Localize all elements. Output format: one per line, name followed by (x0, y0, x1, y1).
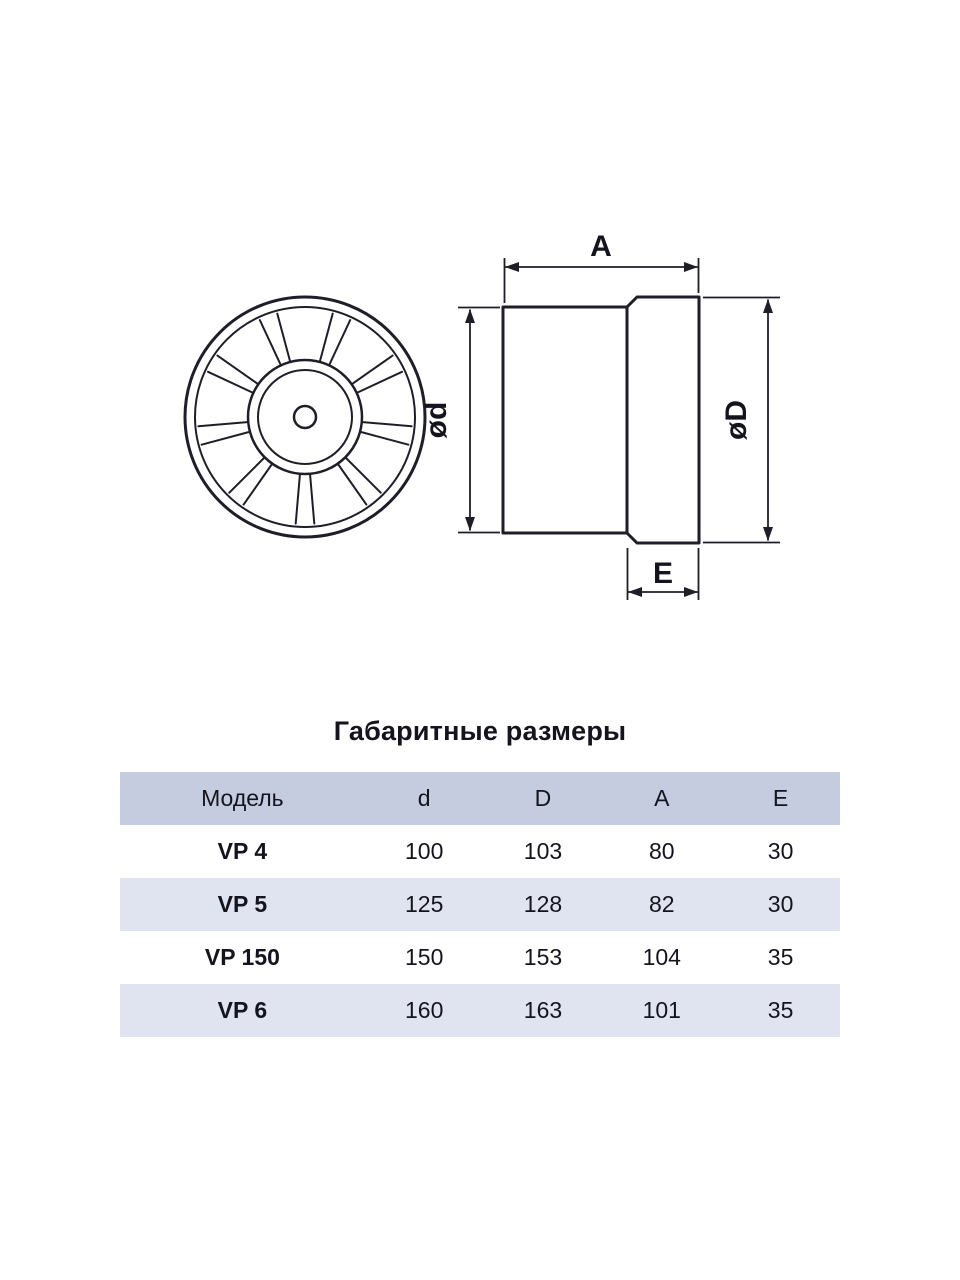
column-header-D: D (534, 785, 552, 811)
column-header-model: Модель (201, 785, 284, 811)
table-cell-D: 128 (523, 891, 563, 917)
impeller-blades (197, 312, 413, 525)
fan-outer-rim-circle (183, 295, 427, 539)
table-cell-E: 35 (767, 997, 794, 1023)
fan-inner-rim-circle (194, 306, 416, 528)
table-row: VP 4 100 103 80 30 (120, 825, 840, 878)
table-cell-d: 160 (405, 997, 444, 1023)
fan-side-view (501, 295, 701, 545)
dimension-d-outer: øD (703, 296, 780, 544)
dim-D-label: øD (720, 400, 753, 440)
table-cell-E: 30 (767, 891, 794, 917)
table-cell-A: 82 (648, 891, 675, 917)
table-cell-model: VP 4 (217, 838, 268, 864)
dim-d-arrow-top (465, 309, 475, 323)
page-title: Габаритные размеры (333, 716, 627, 746)
dim-D-arrow-bottom (763, 527, 773, 541)
dim-d-label: ød (420, 402, 453, 439)
table-cell-D: 103 (523, 838, 563, 864)
dimension-drawing: A ød øD E (183, 230, 780, 600)
fan-front-view (183, 295, 427, 539)
table-cell-model: VP 6 (217, 997, 268, 1023)
dim-e-arrow-right (684, 587, 698, 597)
table-cell-d: 100 (405, 838, 444, 864)
dimensions-table: Модель d D A E VP 4 100 103 80 30 VP 5 1… (120, 772, 840, 1037)
dim-a-arrow-left (505, 262, 519, 272)
table-cell-A: 104 (642, 944, 681, 970)
column-header-A: A (654, 785, 670, 811)
table-cell-model: VP 150 (204, 944, 280, 970)
dimension-a: A (503, 230, 700, 303)
table-row: VP 6 160 163 101 35 (120, 984, 840, 1037)
dimension-e: E (626, 548, 700, 600)
dim-a-label: A (590, 230, 612, 263)
hub-outer-circle (246, 358, 364, 476)
fan-flange-outline (625, 295, 701, 545)
hub-inner-circle (257, 369, 353, 465)
dim-e-arrow-left (628, 587, 642, 597)
table-cell-E: 30 (767, 838, 794, 864)
dim-d-arrow-bottom (465, 517, 475, 531)
table-cell-d: 125 (405, 891, 444, 917)
hub-center-hole (292, 404, 318, 430)
table-cell-d: 150 (405, 944, 444, 970)
table-cell-D: 163 (523, 997, 563, 1023)
table-row: VP 150 150 153 104 35 (120, 931, 840, 984)
dim-e-label: E (653, 557, 673, 590)
column-header-d: d (417, 785, 431, 811)
fan-body-outline (501, 305, 629, 535)
table-cell-D: 153 (523, 944, 563, 970)
table-cell-model: VP 5 (217, 891, 268, 917)
table-row: VP 5 125 128 82 30 (120, 878, 840, 931)
column-header-E: E (772, 785, 789, 811)
dim-D-arrow-top (763, 299, 773, 313)
dim-a-arrow-right (684, 262, 698, 272)
dimension-d-inner: ød (420, 306, 500, 534)
table-cell-A: 80 (648, 838, 675, 864)
table-cell-A: 101 (642, 997, 681, 1023)
table-cell-E: 35 (767, 944, 794, 970)
table-header-row: Модель d D A E (120, 772, 840, 825)
